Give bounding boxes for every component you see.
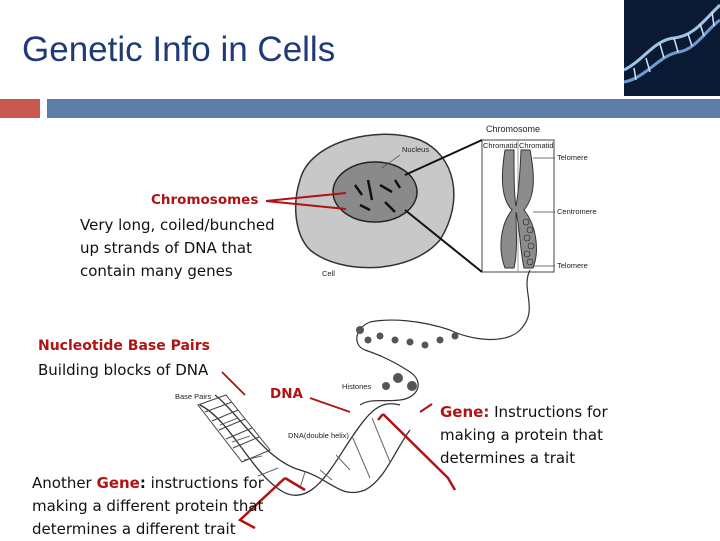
chromosomes-description: Very long, coiled/bunched up strands of … (80, 216, 275, 280)
label-chromatid-left: Chromatid (483, 141, 518, 150)
label-histones: Histones (342, 382, 372, 391)
label-chromatid-right: Chromatid (519, 141, 554, 150)
label-centromere: Centromere (557, 207, 597, 216)
chromosomes-term: Chromosomes (151, 192, 259, 208)
label-dna-double-helix: DNA(double helix) (288, 431, 349, 440)
gene-bracket (382, 413, 457, 491)
dna-helix (199, 394, 411, 497)
base-pairs-ladder (197, 394, 271, 463)
dna-term: DNA (270, 386, 303, 402)
coil-beads (356, 326, 459, 391)
label-base-pairs: Base Pairs (175, 392, 212, 401)
another-gene-term: Gene (96, 474, 140, 492)
gene-annotation: Gene: Instructions for making a protein … (440, 403, 608, 467)
chromosome-shape (500, 149, 537, 269)
another-gene-bracket (237, 477, 286, 530)
accent-bar-blue (47, 99, 720, 118)
coiled-dna (356, 269, 531, 406)
dna-helix-icon (623, 0, 720, 96)
label-cell: Cell (322, 269, 335, 278)
cell-drawing (294, 133, 455, 269)
nucleotide-term: Nucleotide Base Pairs (38, 338, 210, 354)
gene-term: Gene: (440, 403, 490, 421)
label-telomere-top: Telomere (557, 153, 588, 162)
accent-bar-red (0, 99, 40, 118)
label-telomere-bottom: Telomere (557, 261, 588, 270)
label-nucleus: Nucleus (402, 145, 430, 154)
page-title: Genetic Info in Cells (22, 30, 336, 69)
nucleotide-description: Building blocks of DNA (38, 361, 209, 379)
another-gene-annotation: Another Gene: instructions for making a … (32, 474, 264, 538)
label-chromosome: Chromosome (486, 124, 541, 134)
